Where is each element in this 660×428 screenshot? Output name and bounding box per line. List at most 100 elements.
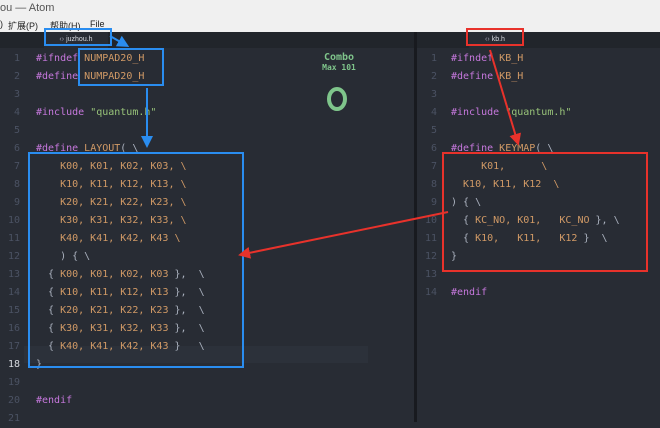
code-token: #ifndef — [451, 53, 500, 64]
code-line: #define KB_H — [451, 68, 523, 86]
menu-item-view[interactable]: ) — [0, 19, 3, 29]
annotation-box-keymap — [442, 152, 648, 272]
line-number: 8 — [430, 179, 437, 190]
line-number: 3 — [13, 89, 20, 100]
line-number: 18 — [7, 359, 20, 370]
line-number: 12 — [424, 251, 437, 262]
code-token: K00, K01, K02, K03, \ — [36, 161, 187, 172]
code-token: }, \ — [168, 305, 205, 316]
code-token: K01, \ — [451, 161, 548, 172]
code-line: ) { \ — [451, 194, 481, 212]
line-number: 4 — [13, 107, 20, 118]
code-token: #define — [451, 143, 500, 154]
code-line: #endif — [36, 392, 72, 410]
menu-item-file[interactable]: File — [90, 19, 105, 29]
line-number: 15 — [7, 305, 20, 316]
code-token: ( \ — [120, 143, 139, 154]
code-token: NUMPAD20_H — [84, 71, 145, 82]
combo-max: Max 101 — [322, 63, 356, 72]
code-line: K00, K01, K02, K03, \ — [36, 158, 187, 176]
code-line: { KC_NO, K01, KC_NO }, \ — [451, 212, 620, 230]
line-number: 3 — [430, 89, 437, 100]
code-token: K10, K11, K12, K13, \ — [36, 179, 187, 190]
line-number: 14 — [7, 287, 20, 298]
line-number: 5 — [13, 125, 20, 136]
code-token: K00, K01, K02, K03 — [60, 269, 169, 280]
code-token: KC_NO, K01, KC_NO — [475, 215, 590, 226]
line-number: 11 — [424, 233, 437, 244]
code-token: KB_H — [499, 53, 524, 64]
combo-counter: Combo Max 101 — [310, 52, 368, 72]
code-token: #ifndef — [36, 53, 85, 64]
current-line-highlight — [24, 346, 368, 363]
red-arrow-down — [489, 49, 522, 146]
left-scrollbar[interactable] — [406, 48, 414, 418]
code-token: { — [36, 323, 61, 334]
code-line: #endif — [451, 284, 487, 302]
code-line: } — [451, 248, 457, 266]
code-token: K40, K41, K42, K43 — [60, 341, 169, 352]
line-number: 1 — [13, 53, 20, 64]
red-arrow-left — [238, 211, 449, 259]
code-line: K30, K31, K32, K33, \ — [36, 212, 186, 230]
code-token: KB_H — [499, 71, 524, 82]
file-code-icon: ‹› — [59, 36, 65, 43]
pane-divider[interactable] — [414, 32, 417, 422]
code-token: } \ — [168, 341, 205, 352]
line-number: 1 — [430, 53, 437, 64]
code-token: K10, K11, K12 \ — [451, 179, 560, 190]
code-token: LAYOUT — [84, 143, 121, 154]
code-token: #include — [36, 107, 91, 118]
code-token: }, \ — [589, 215, 620, 226]
line-number: 14 — [424, 287, 437, 298]
code-token: } — [451, 251, 458, 262]
line-number: 10 — [7, 215, 20, 226]
code-token: "quantum.h" — [90, 107, 157, 118]
line-number: 12 — [7, 251, 20, 262]
menu-item-extensions[interactable]: 扩展(P) — [8, 21, 38, 31]
code-line: #ifndef KB_H — [451, 50, 523, 68]
code-token: } \ — [577, 233, 608, 244]
line-number: 21 — [7, 413, 20, 424]
code-line: { K40, K41, K42, K43 } \ — [36, 338, 205, 356]
code-token: "quantum.h" — [505, 107, 572, 118]
line-number: 8 — [13, 179, 20, 190]
code-token: K20, K21, K22, K23 — [60, 305, 169, 316]
code-line: { K10, K11, K12 } \ — [451, 230, 608, 248]
window-title: ou — Atom — [0, 2, 55, 14]
line-number: 7 — [13, 161, 20, 172]
code-line: #include "quantum.h" — [451, 104, 571, 122]
code-token: { — [36, 287, 61, 298]
line-number: 2 — [13, 71, 20, 82]
code-token: ) { \ — [36, 251, 91, 262]
line-number: 6 — [13, 143, 20, 154]
code-token: { — [36, 305, 61, 316]
code-token: ( \ — [535, 143, 554, 154]
line-number: 19 — [7, 377, 20, 388]
code-token: K10, K11, K12, K13 — [60, 287, 169, 298]
code-token: } — [36, 359, 43, 370]
code-line: #define LAYOUT( \ — [36, 140, 138, 158]
code-line: K40, K41, K42, K43 \ — [36, 230, 181, 248]
line-number: 5 — [430, 125, 437, 136]
code-line: ) { \ — [36, 248, 90, 266]
code-token: #define — [36, 71, 85, 82]
code-line: #ifndef NUMPAD20_H — [36, 50, 144, 68]
line-number: 10 — [424, 215, 437, 226]
line-number: 13 — [424, 269, 437, 280]
code-token: }, \ — [168, 287, 205, 298]
code-token: }, \ — [168, 323, 205, 334]
line-number: 17 — [7, 341, 20, 352]
annotation-box-layout — [28, 152, 244, 368]
code-token: K40, K41, K42, K43 \ — [36, 233, 181, 244]
code-token: K10, K11, K12 — [475, 233, 578, 244]
code-line: { K20, K21, K22, K23 }, \ — [36, 302, 205, 320]
menu-item-help[interactable]: 帮助(H) — [50, 21, 81, 31]
line-number: 11 — [7, 233, 20, 244]
line-number: 16 — [7, 323, 20, 334]
code-token: NUMPAD20_H — [84, 53, 145, 64]
code-token: #include — [451, 107, 506, 118]
